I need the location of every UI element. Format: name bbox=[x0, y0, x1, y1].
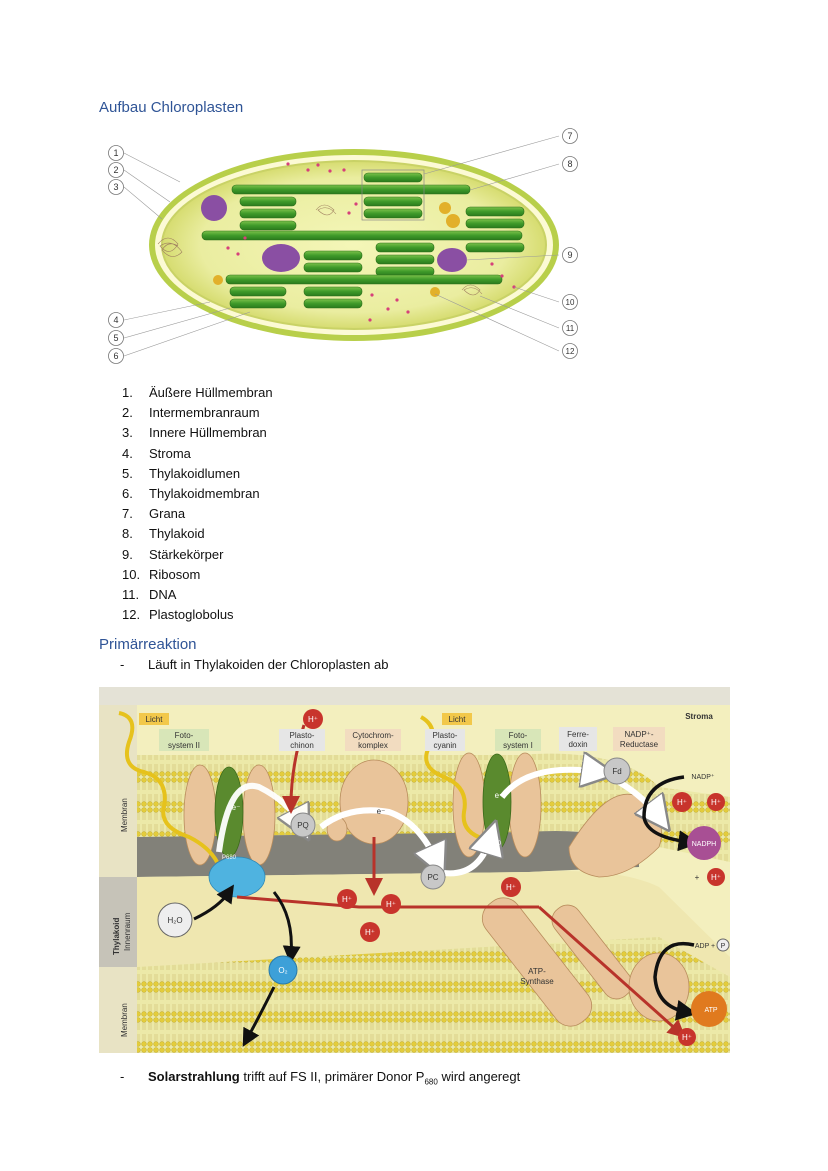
electron-label: e⁻ bbox=[495, 791, 504, 800]
proton: H⁺ bbox=[711, 798, 721, 807]
fs2-label-b: system II bbox=[168, 741, 200, 750]
nr-label-b: Reductase bbox=[620, 740, 659, 749]
bullet-item: -Läuft in Thylakoiden der Chloroplasten … bbox=[120, 657, 389, 672]
list-item: 1.Äußere Hüllmembran bbox=[122, 385, 273, 400]
list-item: 5.Thylakoidlumen bbox=[122, 465, 241, 481]
pq-label-b: chinon bbox=[290, 741, 314, 750]
p700-label: P700 bbox=[487, 841, 502, 847]
bullet-item: - Solarstrahlung trifft auf FS II, primä… bbox=[120, 1069, 521, 1087]
phosphate-label: P bbox=[721, 943, 726, 950]
lumen-label: Innenraum bbox=[123, 912, 132, 951]
fd-label-b: doxin bbox=[568, 740, 587, 749]
fs1-label-b: system I bbox=[503, 741, 533, 750]
atp-molecule: ATP bbox=[704, 1007, 717, 1014]
fs1-label-a: Foto- bbox=[509, 731, 528, 740]
list-item: 2.Intermembranraum bbox=[122, 405, 260, 421]
atp-synthase-label-b: Synthase bbox=[520, 977, 554, 986]
light-reaction-diagram: Licht Licht Stroma Foto- system II Plast… bbox=[99, 687, 730, 1053]
callout-6: 6 bbox=[113, 351, 118, 361]
list-item: 11.DNA bbox=[122, 587, 177, 603]
list-item: 9.Stärkekörper bbox=[122, 546, 224, 562]
h2o-molecule: H₂O bbox=[167, 916, 182, 925]
callout-5: 5 bbox=[113, 333, 118, 343]
pc-label-a: Plasto- bbox=[433, 731, 458, 740]
pc-label-b: cyanin bbox=[433, 741, 456, 750]
electron-label: e⁻ bbox=[232, 803, 241, 812]
cyt-label-a: Cytochrom- bbox=[352, 731, 394, 740]
membrane-label-top: Membran bbox=[120, 798, 129, 832]
callout-10: 10 bbox=[566, 298, 575, 307]
heading-chloroplast: Aufbau Chloroplasten bbox=[99, 99, 244, 116]
pc-molecule: PC bbox=[427, 873, 438, 882]
proton: H⁺ bbox=[342, 895, 352, 904]
o2-molecule: O₂ bbox=[278, 966, 287, 975]
callout-3: 3 bbox=[113, 182, 118, 192]
callout-8: 8 bbox=[567, 159, 572, 169]
p680-label: P680 bbox=[222, 855, 237, 861]
callout-4: 4 bbox=[113, 315, 118, 325]
proton: H⁺ bbox=[682, 1033, 692, 1042]
proton: H⁺ bbox=[506, 883, 516, 892]
light-label-2: Licht bbox=[449, 715, 467, 724]
list-item: 7.Grana bbox=[122, 506, 186, 522]
heading-primary-reaction: Primärreaktion bbox=[99, 636, 197, 653]
proton-top: H⁺ bbox=[308, 715, 318, 724]
atp-synthase-label-a: ATP- bbox=[528, 967, 546, 976]
proton: H⁺ bbox=[711, 873, 721, 882]
list-item: 4.Stroma bbox=[122, 445, 191, 461]
nadp-label: NADP⁺ bbox=[691, 773, 714, 781]
fs2-label-a: Foto- bbox=[175, 731, 194, 740]
legend-list: 1.Äußere Hüllmembran 2.Intermembranraum … bbox=[122, 383, 273, 625]
callout-9: 9 bbox=[567, 250, 572, 260]
callout-1: 1 bbox=[113, 148, 118, 158]
list-item: 6.Thylakoidmembran bbox=[122, 486, 260, 502]
proton: H⁺ bbox=[365, 928, 375, 937]
callout-7: 7 bbox=[567, 131, 572, 141]
callout-11: 11 bbox=[566, 324, 575, 333]
electron-label: e⁻ bbox=[377, 807, 386, 816]
nadph-molecule: NADPH bbox=[692, 841, 717, 848]
list-item: 8.Thylakoid bbox=[122, 526, 205, 542]
list-item: 10.Ribosom bbox=[122, 566, 201, 582]
proton: H⁺ bbox=[386, 900, 396, 909]
chloroplast-diagram: 1 2 3 4 5 6 7 8 9 10 11 12 bbox=[108, 128, 578, 364]
membrane-label-bottom: Membran bbox=[120, 1003, 129, 1037]
list-item: 12.Plastoglobolus bbox=[122, 607, 234, 623]
fd-molecule: Fd bbox=[612, 767, 621, 776]
pq-label-a: Plasto- bbox=[290, 731, 315, 740]
fd-label-a: Ferre- bbox=[567, 730, 589, 739]
light-label-1: Licht bbox=[146, 715, 164, 724]
nr-label-a: NADP⁺- bbox=[624, 730, 653, 739]
list-item: 3.Innere Hüllmembran bbox=[122, 425, 267, 441]
cyt-label-b: komplex bbox=[358, 741, 388, 750]
stroma-label: Stroma bbox=[685, 712, 713, 721]
callout-12: 12 bbox=[566, 347, 575, 356]
thylakoid-label: Thylakoid bbox=[112, 918, 121, 955]
pq-molecule: PQ bbox=[297, 821, 309, 830]
callout-2: 2 bbox=[113, 165, 118, 175]
proton: H⁺ bbox=[677, 798, 687, 807]
plus-label: + bbox=[695, 873, 700, 882]
adp-label: ADP + bbox=[695, 943, 715, 950]
